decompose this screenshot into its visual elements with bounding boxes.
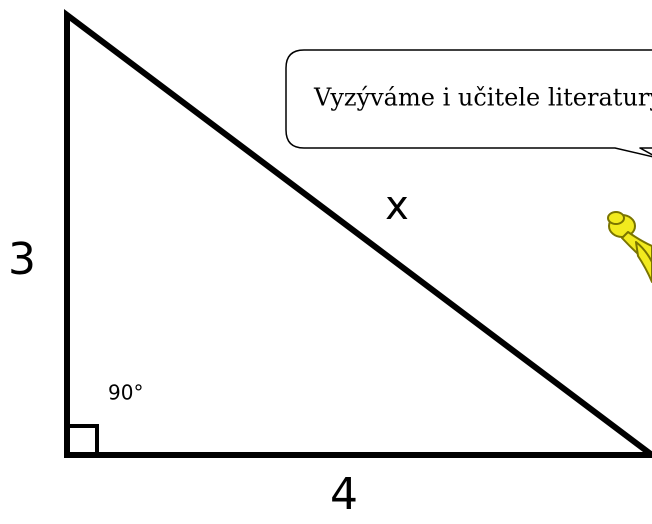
side-label-horizontal: 4 [330, 469, 358, 520]
mascot-body-edge [635, 241, 652, 283]
angle-label: 90° [108, 381, 143, 405]
right-triangle [64, 8, 652, 458]
hypotenuse-label: x [385, 183, 409, 229]
side-label-vertical: 3 [8, 234, 36, 285]
right-angle-marker [66, 424, 99, 456]
mascot-character [607, 211, 652, 283]
speech-bubble: Vyzýváme i učitele literatury [285, 49, 652, 158]
mascot-hand-finger [607, 211, 625, 225]
speech-bubble-text: Vyzýváme i učitele literatury [313, 84, 652, 112]
speech-bubble-outline [285, 49, 652, 158]
